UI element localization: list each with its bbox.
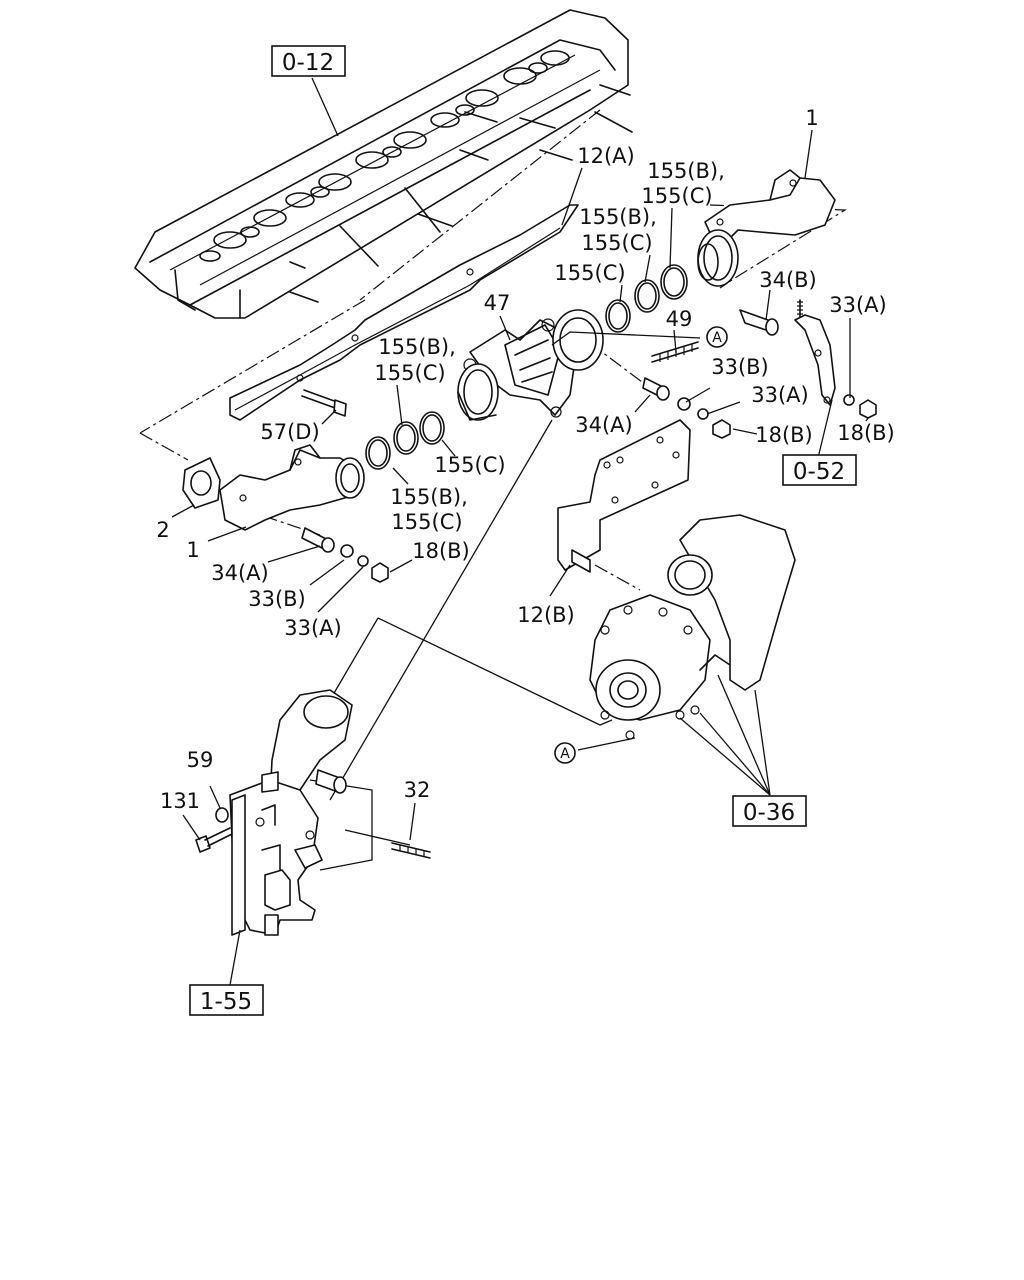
label-47: 47 — [484, 291, 511, 315]
turbo-outlet-elbow — [229, 689, 353, 936]
washer-59-bolt-131 — [195, 807, 233, 853]
label-155c-mid: 155(C) — [434, 453, 505, 477]
spacer-sleeves — [301, 309, 779, 794]
label-155bc-3b: 155(C) — [374, 361, 445, 385]
label-155bc-1a: 155(B), — [647, 159, 725, 183]
label-57d: 57(D) — [260, 420, 319, 444]
callout-a-top-label: A — [712, 330, 722, 346]
ref-label-1-55: 1-55 — [200, 989, 252, 1015]
ref-label-0-12: 0-12 — [282, 50, 334, 76]
label-33b-mid: 33(B) — [711, 355, 769, 379]
callout-a-bottom-label: A — [560, 746, 570, 762]
label-155bc-2b: 155(C) — [581, 231, 652, 255]
callout-a-top: A — [706, 326, 728, 348]
stud-bolt-49 — [651, 341, 699, 363]
gasket-2 — [182, 457, 221, 509]
label-12b: 12(B) — [517, 603, 575, 627]
cylinder-head — [134, 9, 633, 319]
label-18b-right: 18(B) — [837, 421, 895, 445]
label-18b-mid: 18(B) — [755, 423, 813, 447]
ref-box-0-12: 0-12 — [271, 45, 346, 77]
turbocharger — [589, 514, 796, 740]
sealing-rings — [365, 264, 688, 470]
ref-box-1-55: 1-55 — [189, 984, 264, 1016]
part-labels: 1 12(A) 155(B), 155(C) 155(B), 155(C) 15… — [156, 106, 894, 813]
label-155c-top: 155(C) — [554, 261, 625, 285]
label-1-top: 1 — [805, 106, 818, 130]
label-33a-mid: 33(A) — [751, 383, 808, 407]
label-155bc-4b: 155(C) — [391, 510, 462, 534]
label-34a-mid: 34(A) — [575, 413, 632, 437]
label-155bc-4a: 155(B), — [390, 485, 468, 509]
label-34b: 34(B) — [759, 268, 817, 292]
ref-box-0-36: 0-36 — [732, 795, 807, 827]
label-32: 32 — [404, 778, 431, 802]
callout-a-bottom: A — [554, 742, 576, 764]
leader-lines — [171, 77, 869, 986]
gasket-ring-large — [457, 363, 499, 421]
label-18b-low: 18(B) — [412, 539, 470, 563]
bolt-57d — [301, 389, 347, 417]
construction-lines — [139, 109, 847, 871]
label-33a-right: 33(A) — [829, 293, 886, 317]
label-49: 49 — [666, 307, 693, 331]
exhaust-pipe-lower — [219, 444, 365, 531]
label-1-low: 1 — [186, 538, 199, 562]
label-2: 2 — [156, 518, 169, 542]
exhaust-flange — [463, 309, 604, 418]
label-155bc-3a: 155(B), — [378, 335, 456, 359]
label-131: 131 — [160, 789, 200, 813]
stud-32 — [391, 842, 431, 859]
label-155bc-2a: 155(B), — [579, 205, 657, 229]
nuts-and-washers — [340, 394, 877, 583]
ref-label-0-36: 0-36 — [743, 800, 795, 826]
label-33b-low: 33(B) — [248, 587, 306, 611]
label-12a: 12(A) — [577, 144, 634, 168]
bracket-0-52 — [794, 299, 836, 406]
label-33a-low: 33(A) — [284, 616, 341, 640]
label-34a-low: 34(A) — [211, 561, 268, 585]
ref-box-0-52: 0-52 — [782, 454, 857, 486]
ref-label-0-52: 0-52 — [793, 459, 845, 485]
label-59: 59 — [187, 748, 214, 772]
exhaust-pipe-upper — [697, 169, 836, 287]
label-155bc-1b: 155(C) — [641, 184, 712, 208]
exhaust-manifold-gasket — [229, 204, 579, 421]
heat-shield-12b — [557, 419, 691, 573]
